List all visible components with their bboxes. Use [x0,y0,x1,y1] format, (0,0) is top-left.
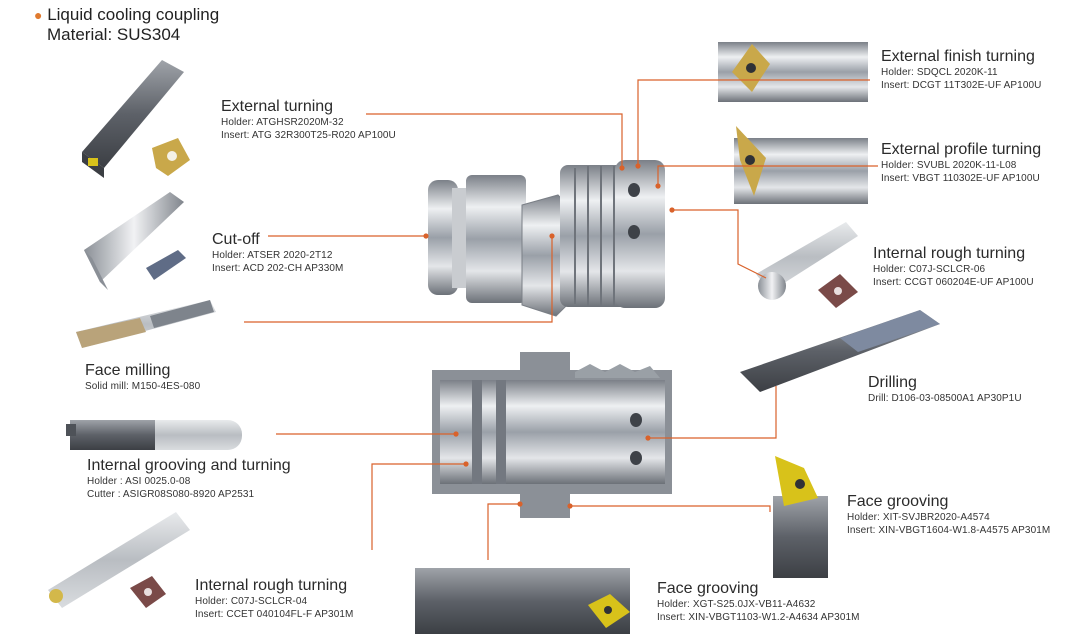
op-title: Face grooving [657,580,759,597]
op-holder: Holder: SVUBL 2020K-11-L08 [881,160,1017,171]
label-external-turning: External turning Holder: ATGHSR2020M-32 … [221,98,396,142]
face-milling-cutter-image [76,300,216,348]
op-insert: Insert: XIN-VBGT1103-W1.2-A4634 AP301M [657,612,860,623]
label-external-finish-turning: External finish turning Holder: SDQCL 20… [881,48,1041,92]
op-insert: Insert: XIN-VBGT1604-W1.8-A4575 AP301M [847,525,1051,536]
op-title: Internal rough turning [195,577,348,594]
external-finish-turning-tool-image [718,42,868,102]
op-holder: Holder: C07J-SCLCR-04 [195,596,308,607]
internal-rough-turning-tool-image [48,512,190,608]
leader-lines [244,79,878,560]
op-title: External finish turning [881,48,1035,65]
op-tool: Drill: D106-03-08500A1 AP30P1U [868,393,1022,404]
op-holder: Holder: ATGHSR2020M-32 [221,117,344,128]
op-title: Internal grooving and turning [87,457,291,474]
op-insert: Insert: ACD 202-CH AP330M [212,263,344,274]
material-row: Material: SUS304 [47,25,180,45]
external-turning-tool-image [82,60,190,178]
internal-grooving-tool-image [66,420,242,450]
coupling-exterior-image [428,160,665,317]
op-insert: Insert: CCGT 060204E-UF AP100U [873,277,1034,288]
label-face-grooving-right: Face grooving Holder: XIT-SVJBR2020-A457… [847,493,1050,537]
op-holder: Holder: C07J-SCLCR-06 [873,264,986,275]
cut-off-tool-image [84,192,186,290]
label-internal-grooving: Internal grooving and turning Holder : A… [87,457,291,501]
internal-rough-turning-tool-image-right [756,222,858,308]
face-grooving-tool-image-bottom [415,568,630,634]
page-title: Liquid cooling coupling [47,5,220,24]
drilling-tool-image [740,310,940,392]
op-title: Cut-off [212,231,260,248]
op-title: Face grooving [847,493,949,510]
external-profile-turning-tool-image [734,126,868,204]
op-holder: Holder : ASI 0025.0-08 [87,476,191,487]
op-title: External turning [221,98,334,115]
op-insert: Insert: CCET 040104FL-F AP301M [195,609,354,620]
material-value: SUS304 [116,25,181,44]
op-title: Face milling [85,362,171,379]
bullet-icon: ● [34,7,43,23]
op-holder: Holder: SDQCL 2020K-11 [881,67,998,78]
label-face-milling: Face milling Solid mill: M150-4ES-080 [85,362,200,393]
face-grooving-tool-image-right [773,456,828,578]
op-tool: Solid mill: M150-4ES-080 [85,381,201,392]
op-holder: Holder: XIT-SVJBR2020-A4574 [847,512,990,523]
label-drilling: Drilling Drill: D106-03-08500A1 AP30P1U [868,374,1022,405]
op-holder: Holder: XGT-S25.0JX-VB11-A4632 [657,599,816,610]
op-title: Drilling [868,374,917,391]
op-insert: Insert: ATG 32R300T25-R020 AP100U [221,130,396,141]
op-title: Internal rough turning [873,245,1026,262]
coupling-section-image [432,352,672,518]
material-label: Material: [47,25,113,44]
label-external-profile-turning: External profile turning Holder: SVUBL 2… [881,141,1041,185]
label-face-grooving-bottom: Face grooving Holder: XGT-S25.0JX-VB11-A… [657,580,860,624]
op-title: External profile turning [881,141,1042,158]
op-holder: Holder: ATSER 2020-2T12 [212,250,333,261]
label-internal-rough-turning-right: Internal rough turning Holder: C07J-SCLC… [873,245,1034,289]
label-cut-off: Cut-off Holder: ATSER 2020-2T12 Insert: … [212,231,343,275]
op-insert: Insert: VBGT 110302E-UF AP100U [881,173,1040,184]
header-title-row: ● Liquid cooling coupling [34,5,219,25]
label-internal-rough-turning-left: Internal rough turning Holder: C07J-SCLC… [195,577,353,621]
op-cutter: Cutter : ASIGR08S080-8920 AP2531 [87,489,255,500]
op-insert: Insert: DCGT 11T302E-UF AP100U [881,80,1042,91]
